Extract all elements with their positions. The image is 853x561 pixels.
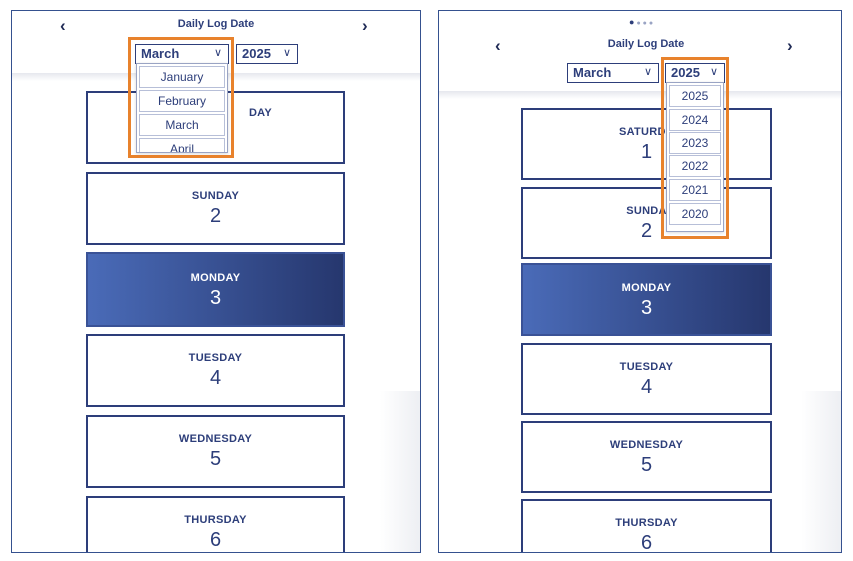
chevron-down-icon: ∨ [643, 66, 652, 78]
day-name: WEDNESDAY [609, 439, 684, 451]
month-select[interactable]: March ∨ [567, 63, 659, 83]
day-number: 3 [640, 297, 653, 319]
chevron-down-icon: ∨ [282, 47, 291, 59]
year-option-2022[interactable]: 2022 [669, 155, 721, 177]
month-dropdown-list: January February March April [136, 63, 228, 153]
day-card-wednesday[interactable]: WEDNESDAY 5 [521, 421, 772, 493]
day-card-thursday[interactable]: THURSDAY 6 [86, 496, 345, 552]
day-number: 1 [640, 141, 653, 163]
day-number: 5 [640, 454, 653, 476]
chevron-down-icon: ∨ [709, 66, 718, 78]
next-month-button[interactable]: › [787, 37, 793, 54]
day-name: SUNDAY [191, 190, 240, 202]
month-option-january[interactable]: January [139, 66, 225, 88]
year-dropdown-list: 2025 2024 2023 2022 2021 2020 [666, 82, 724, 232]
chevron-right-icon: › [787, 36, 793, 55]
edge-shadow [380, 391, 420, 552]
page-title: Daily Log Date [177, 18, 255, 30]
day-number: 6 [209, 529, 222, 551]
month-select[interactable]: March ∨ [135, 44, 229, 64]
day-name: SATURDA [618, 126, 675, 138]
day-number: 5 [209, 448, 222, 470]
chevron-down-icon: ∨ [213, 47, 222, 59]
prev-month-button[interactable]: ‹ [60, 17, 66, 34]
day-number: 2 [209, 205, 222, 227]
day-number: 3 [209, 287, 222, 309]
year-option-2025[interactable]: 2025 [669, 85, 721, 107]
day-number: 2 [640, 220, 653, 242]
chevron-right-icon: › [362, 16, 368, 35]
day-number: 4 [640, 376, 653, 398]
year-select-value: 2025 [671, 65, 700, 80]
day-card-sunday[interactable]: SUNDAY 2 [86, 172, 345, 245]
day-name: DAY [248, 107, 273, 119]
header-shadow [439, 91, 841, 99]
year-select[interactable]: 2025 ∨ [236, 44, 298, 64]
year-option-2021[interactable]: 2021 [669, 179, 721, 201]
year-option-2024[interactable]: 2024 [669, 109, 721, 131]
year-select-value: 2025 [242, 46, 271, 61]
left-screenshot-panel: ‹ Daily Log Date › March ∨ 2025 ∨ DAY SU… [11, 10, 421, 553]
year-select[interactable]: 2025 ∨ [665, 63, 725, 83]
day-card-sunday[interactable]: SUNDA 2 [521, 187, 772, 259]
day-name: THURSDAY [184, 514, 247, 526]
day-name: TUESDAY [188, 352, 243, 364]
day-name: MONDAY [621, 282, 672, 294]
page-indicator-dots: ●●●● [629, 17, 656, 27]
day-card-monday-selected[interactable]: MONDAY 3 [86, 252, 345, 327]
day-name: THURSDAY [615, 517, 678, 529]
day-name: WEDNESDAY [178, 433, 253, 445]
day-name: SUNDA [626, 205, 667, 217]
day-card-saturday[interactable]: SATURDA 1 [521, 108, 772, 180]
month-select-value: March [573, 65, 612, 80]
chevron-left-icon: ‹ [495, 36, 501, 55]
year-option-2023[interactable]: 2023 [669, 132, 721, 154]
day-card-wednesday[interactable]: WEDNESDAY 5 [86, 415, 345, 488]
month-select-value: March [141, 46, 180, 61]
day-number: 6 [640, 532, 653, 553]
day-number: 4 [209, 367, 222, 389]
month-option-february[interactable]: February [139, 90, 225, 112]
prev-month-button[interactable]: ‹ [495, 37, 501, 54]
edge-shadow [801, 391, 841, 552]
chevron-left-icon: ‹ [60, 16, 66, 35]
page-title: Daily Log Date [607, 38, 685, 50]
day-name: MONDAY [190, 272, 241, 284]
day-card-tuesday[interactable]: TUESDAY 4 [86, 334, 345, 407]
day-card-monday-selected[interactable]: MONDAY 3 [521, 263, 772, 336]
right-screenshot-panel: ●●●● ‹ Daily Log Date › March ∨ 2025 ∨ S… [438, 10, 842, 553]
day-card-thursday[interactable]: THURSDAY 6 [521, 499, 772, 553]
year-option-2020[interactable]: 2020 [669, 203, 721, 225]
month-option-march[interactable]: March [139, 114, 225, 136]
day-card-tuesday[interactable]: TUESDAY 4 [521, 343, 772, 415]
next-month-button[interactable]: › [362, 17, 368, 34]
month-option-april[interactable]: April [139, 138, 225, 152]
day-name: TUESDAY [619, 361, 674, 373]
